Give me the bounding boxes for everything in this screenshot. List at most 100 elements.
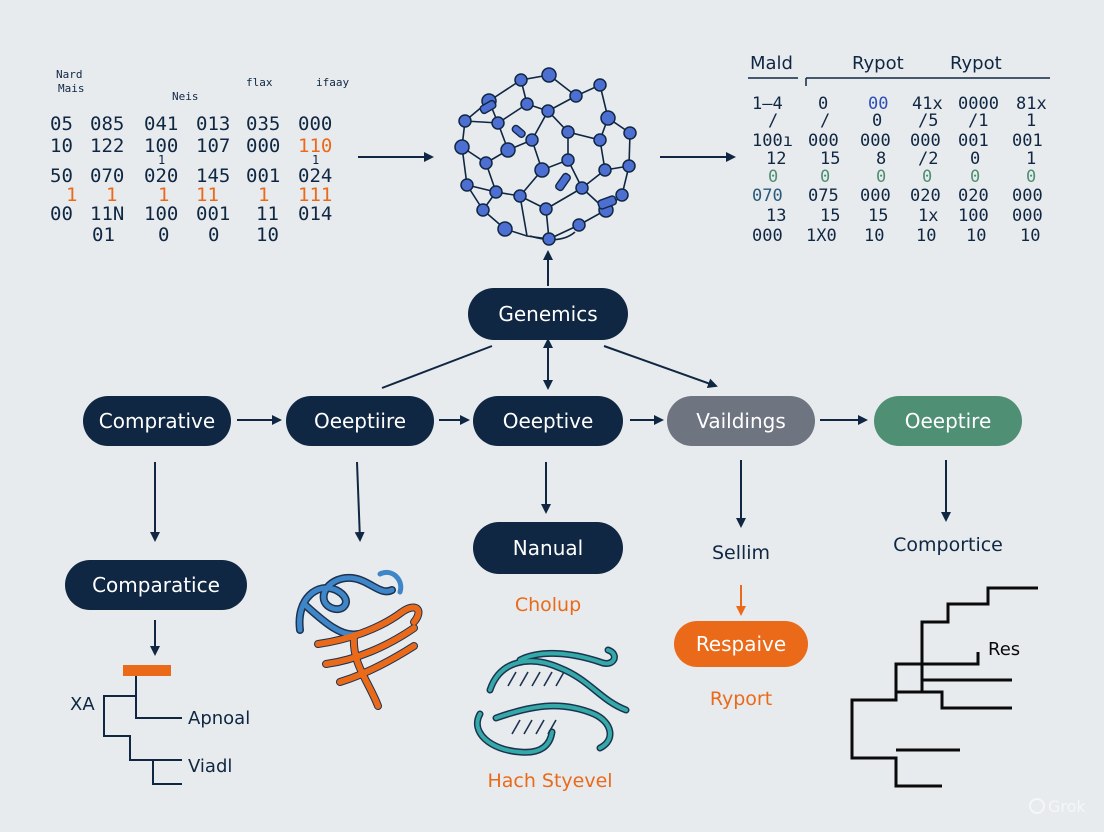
right-matrix-cell: 1—4 [752, 94, 783, 114]
right-matrix-cell: 0 [820, 167, 830, 187]
connectors [150, 250, 951, 656]
right-matrix-cell: 0 [818, 94, 828, 114]
right-matrix-cell: 41x [912, 94, 943, 114]
left-matrix-header-3: flax [246, 76, 273, 89]
right-matrix-cell: 0000 [958, 94, 999, 114]
right-matrix-cell: 1X0 [806, 226, 837, 246]
label-sellim: Sellim [712, 542, 770, 564]
node-nanual[interactable]: Nanual [473, 522, 623, 574]
left-matrix-cell: 122 [90, 135, 124, 157]
left-matrix-cell: 11 [256, 203, 279, 225]
left-matrix-cell: 1 [158, 153, 165, 167]
left-matrix-cell: 0 [208, 224, 219, 246]
right-matrix-cell: 000 [910, 131, 941, 151]
right-matrix-cell: 000 [1012, 206, 1043, 226]
watermark-text: Grok [1048, 797, 1086, 816]
right-data-matrix: Mald Rypot Rypot 1—4 0 00 41x 0000 81x /… [748, 53, 1050, 246]
node-label: Comprative [99, 409, 215, 433]
right-matrix-cell: 020 [958, 186, 989, 206]
left-matrix-cell: 024 [298, 165, 332, 187]
right-matrix-cell: 0 [872, 111, 882, 131]
node-label: Nanual [513, 536, 583, 560]
right-matrix-cell: 15 [820, 206, 840, 226]
right-matrix-cell: 8 [876, 149, 886, 169]
left-matrix-cell: 000 [246, 135, 280, 157]
node-label: Respaive [696, 632, 786, 656]
right-matrix-cell: 000 [860, 131, 891, 151]
right-matrix-cell: /1 [968, 111, 988, 131]
tree-label-apnoal: Apnoal [188, 708, 250, 729]
right-matrix-cell: / [768, 111, 778, 131]
left-matrix-cell: 085 [90, 113, 124, 135]
node-label: Vaildings [696, 409, 786, 433]
tree-label-res: Res [988, 639, 1020, 660]
protein-structure-icon [295, 570, 423, 710]
node-label: Genemics [498, 302, 597, 326]
left-matrix-cell: 05 [50, 113, 73, 135]
right-matrix-cell: 0 [768, 167, 778, 187]
right-matrix-cell: 001 [958, 131, 989, 151]
watermark: Grok [1029, 797, 1086, 816]
left-matrix-cell: 013 [196, 113, 230, 135]
left-matrix-cell: 001 [196, 203, 230, 225]
left-matrix-header-0: Nard [56, 68, 83, 81]
left-matrix-cell: 01 [92, 224, 115, 246]
right-matrix-cell: 1 [1026, 149, 1036, 169]
node-genemics[interactable]: Genemics [468, 288, 628, 340]
left-matrix-cell: 1 [106, 184, 117, 206]
right-matrix-cell: 00 [868, 94, 888, 114]
left-matrix-cell: 000 [298, 113, 332, 135]
right-matrix-cell: 1 [1026, 111, 1036, 131]
left-data-matrix: Nard Mais Neis flax ifaay 05 085 041 013… [50, 68, 349, 246]
right-matrix-cell: 000 [752, 226, 783, 246]
left-matrix-cell: 111 [298, 184, 332, 206]
right-matrix-cell: 1x [918, 206, 938, 226]
right-matrix-cell: 10 [916, 226, 936, 246]
right-matrix-cell: 10 [1020, 226, 1040, 246]
left-matrix-cell: 11N [90, 203, 124, 225]
left-matrix-cell: 1 [158, 184, 169, 206]
right-matrix-cell: 000 [860, 186, 891, 206]
node-respaive[interactable]: Respaive [674, 621, 808, 667]
right-matrix-cell: /2 [918, 149, 938, 169]
left-matrix-cell: 001 [246, 165, 280, 187]
left-matrix-cell: 10 [256, 224, 279, 246]
node-oeeptire[interactable]: Oeeptire [874, 396, 1022, 446]
right-matrix-cell: 15 [868, 206, 888, 226]
right-matrix-cell: /5 [918, 111, 938, 131]
node-label: Comparatice [92, 573, 220, 597]
interaction-network [454, 67, 637, 246]
tree-label-xa: XA [70, 694, 95, 715]
left-matrix-cell: 100 [144, 135, 178, 157]
left-matrix-cell: 11 [196, 184, 219, 206]
node-comparatice[interactable]: Comparatice [65, 560, 247, 610]
right-matrix-cell: 0 [970, 149, 980, 169]
right-matrix-cell: 10 [864, 226, 884, 246]
node-label: Oeeptive [503, 409, 594, 433]
label-ryport: Ryport [710, 688, 772, 710]
right-matrix-cell: 100ı [752, 131, 793, 151]
node-vaildings[interactable]: Vaildings [667, 396, 815, 446]
left-matrix-cell: 1 [258, 184, 269, 206]
right-matrix-header-2: Rypot [950, 53, 1002, 74]
left-matrix-cell: 1 [66, 184, 77, 206]
right-matrix-header-1: Rypot [852, 53, 904, 74]
left-matrix-header-4: ifaay [316, 76, 349, 89]
right-matrix-cell: 0 [876, 167, 886, 187]
left-matrix-header-1: Mais [58, 82, 85, 95]
left-matrix-header-2: Neis [172, 90, 199, 103]
left-matrix-cell: 110 [298, 135, 332, 157]
node-oeeptive[interactable]: Oeeptive [473, 396, 623, 446]
right-matrix-cell: 075 [808, 186, 839, 206]
node-label: Oeeptiire [314, 409, 406, 433]
right-matrix-cell: 15 [820, 149, 840, 169]
phylo-tree-left [103, 665, 182, 785]
label-comportice: Comportice [893, 534, 1003, 556]
right-matrix-cell: 100 [958, 206, 989, 226]
watermark-icon [1029, 798, 1045, 814]
right-matrix-cell: 020 [910, 186, 941, 206]
node-comprative[interactable]: Comprative [83, 396, 231, 446]
left-matrix-cell: 020 [144, 165, 178, 187]
node-oeeptiire[interactable]: Oeeptiire [286, 396, 434, 446]
